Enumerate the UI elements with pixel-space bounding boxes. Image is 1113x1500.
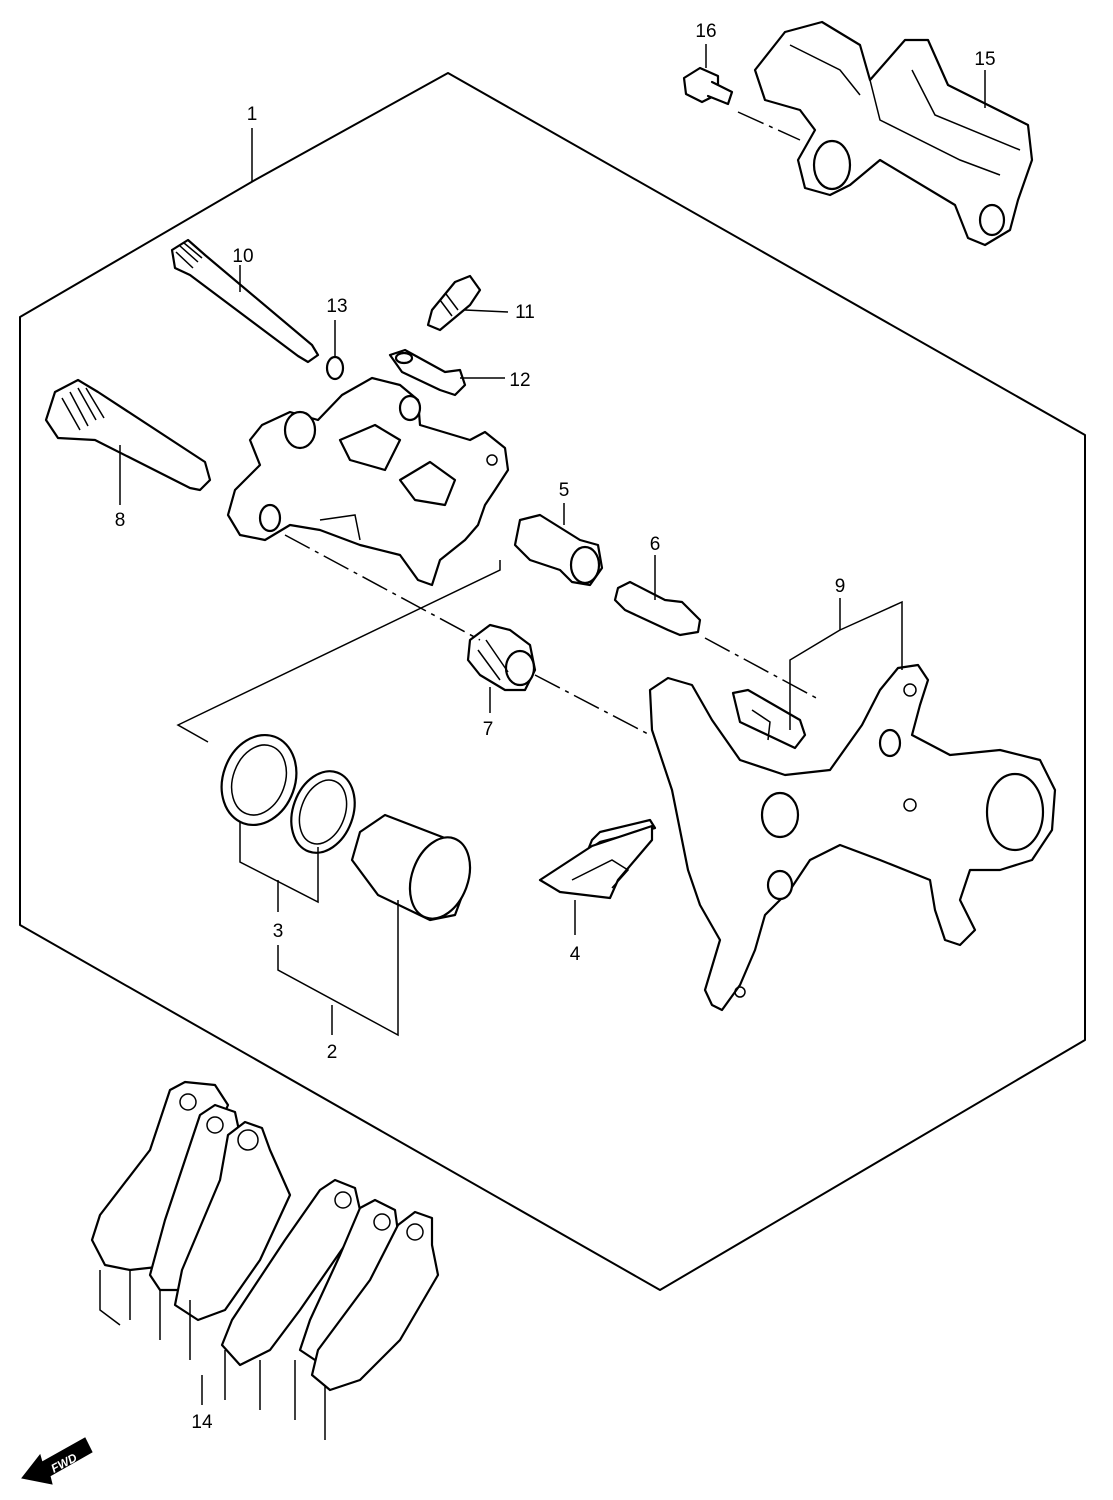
part-9-bracket (648, 663, 1057, 1012)
caliper-body (226, 376, 510, 587)
label-1: 1 (247, 104, 258, 125)
label-5: 5 (559, 480, 570, 501)
part-8-pin (44, 378, 212, 492)
label-3: 3 (273, 921, 284, 942)
label-15: 15 (974, 49, 995, 70)
label-10: 10 (232, 246, 253, 267)
label-16: 16 (695, 21, 716, 42)
assembly-outline (19, 72, 1086, 1291)
part-11-bleeder (426, 274, 482, 332)
leader-lines (119, 44, 986, 1405)
label-6: 6 (650, 534, 661, 555)
label-7: 7 (483, 719, 494, 740)
part-12-cap (388, 348, 467, 397)
part-6-pin (613, 580, 702, 637)
part-2-piston (350, 813, 472, 922)
label-11: 11 (515, 302, 535, 323)
label-9: 9 (835, 576, 846, 597)
part-15-bracket (753, 20, 1034, 247)
label-13: 13 (326, 296, 347, 317)
part-4-pad-spring (538, 818, 657, 900)
label-2: 2 (327, 1042, 338, 1063)
part-13-washer (325, 355, 345, 381)
label-4: 4 (570, 944, 581, 965)
part-14-pads (90, 1080, 440, 1440)
label-12: 12 (509, 370, 530, 391)
part-7-boot (466, 623, 537, 692)
fwd-arrow-icon: FWD (21, 1437, 93, 1485)
label-8: 8 (115, 510, 126, 531)
part-10-pin (170, 238, 320, 364)
part-5-bushing (513, 513, 604, 587)
part-labels: 1 2 3 4 5 6 7 8 9 10 11 12 13 14 15 16 (115, 21, 996, 1433)
part-16-bolt (682, 66, 801, 141)
label-14: 14 (191, 1412, 213, 1433)
part-3-seals (220, 733, 356, 854)
